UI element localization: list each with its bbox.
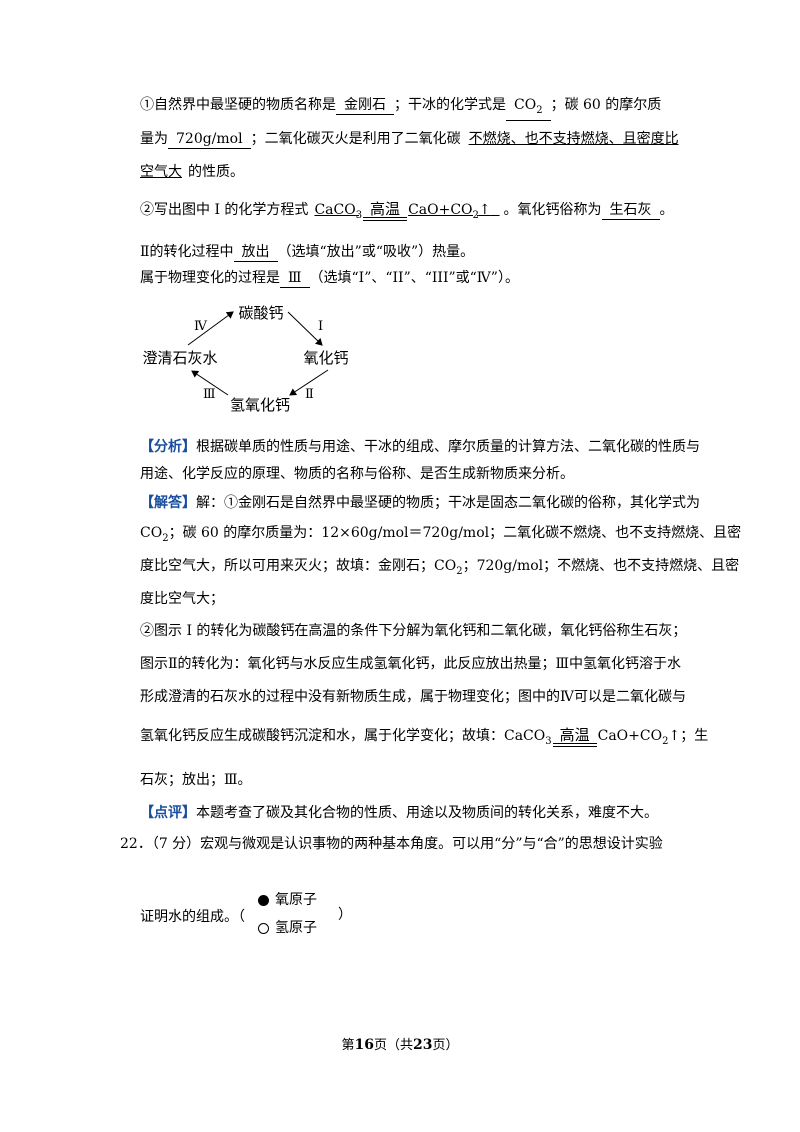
analysis-tag: 【分析】 [140, 439, 196, 455]
answer-line-5: ②图示 I 的转化为碳酸钙在高温的条件下分解为氧化钙和二氧化碳，氧化钙俗称生石灰… [140, 623, 687, 639]
q22-close: ） [338, 907, 352, 923]
q22-line-2: 证明水的组成。（ [140, 909, 245, 925]
label-ii: Ⅱ [305, 387, 314, 402]
analysis-line-2: 用途、化学反应的原理、物质的名称与俗称、是否生成新物质来分析。 [140, 466, 574, 482]
p2-line-2: Ⅱ的转化过程中放出（选填“放出”或“吸收”）热量。 [140, 243, 475, 262]
p1-line-3: 空气大的性质。 [140, 164, 244, 180]
answer-line-7: 形成澄清的石灰水的过程中没有新物质生成，属于物理变化；图中的Ⅳ可以是二氧化碳与 [140, 689, 686, 705]
page-footer: 第16页（共23页） [341, 1037, 459, 1053]
node-limewater: 澄清石灰水 [142, 349, 217, 367]
arrow-i [287, 311, 323, 346]
answer-reaction-condition: 高温 [552, 727, 597, 752]
q22-line-1: 22．（7 分）宏观与微观是认识事物的两种基本角度。可以用“分”与“合”的思想设… [120, 836, 663, 852]
analysis-line-1: 【分析】根据碳单质的性质与用途、干冰的组成、摩尔质量的计算方法、二氧化碳的性质与 [140, 439, 700, 455]
answer-line-2: CO2；碳 60 的摩尔质量为：12×60g/mol＝720g/mol；二氧化碳… [140, 525, 742, 544]
answer-tag: 【解答】 [140, 495, 196, 511]
atom-legend: 氧原子 氢原子 [258, 889, 317, 939]
blank-co2: CO2 [506, 96, 551, 121]
blank-quicklime: 生石灰 [601, 201, 660, 220]
blank-property: 不燃烧、也不支持燃烧、且密度比 [468, 131, 679, 147]
node-caco3: 碳酸钙 [238, 304, 283, 322]
arrow-iv [187, 311, 234, 346]
filled-circle-icon [258, 894, 269, 906]
answer-line-6: 图示Ⅱ的转化为：氧化钙与水反应生成氢氧化钙，此反应放出热量；Ⅲ中氢氧化钙溶于水 [140, 656, 682, 672]
answer-line-1: 【解答】解：①金刚石是自然界中最坚硬的物质；干冰是固态二氧化碳的俗称，其化学式为 [140, 495, 700, 511]
legend-hydrogen: 氢原子 [258, 917, 317, 939]
node-cao: 氧化钙 [303, 349, 348, 367]
answer-line-3: 度比空气大，所以可用来灭火；故填：金刚石；CO2；720g/mol；不燃烧、也不… [140, 558, 740, 577]
blank-physical: Ⅲ [280, 269, 310, 288]
answer-line-9: 石灰；放出；Ⅲ。 [140, 772, 252, 788]
blank-release: 放出 [233, 243, 278, 262]
node-caoh2: 氢氧化钙 [230, 396, 290, 414]
reaction-condition: 高温 [363, 201, 408, 226]
hollow-circle-icon [258, 922, 269, 934]
label-i: Ⅰ [318, 319, 323, 334]
blank-molar-mass: 720g/mol [168, 130, 251, 149]
comment-line: 【点评】本题考查了碳及其化合物的性质、用途以及物质间的转化关系，难度不大。 [140, 805, 658, 821]
legend-oxygen: 氧原子 [258, 889, 317, 911]
blank-property-cont: 空气大 [140, 164, 182, 180]
answer-line-4: 度比空气大； [140, 591, 224, 607]
comment-tag: 【点评】 [140, 805, 196, 821]
label-iv: Ⅳ [194, 319, 208, 334]
conversion-diagram: 碳酸钙 氧化钙 氢氧化钙 澄清石灰水 Ⅰ Ⅱ Ⅲ Ⅳ [142, 304, 348, 414]
arrow-iii [191, 370, 229, 396]
arrow-ii [289, 369, 329, 396]
blank-diamond: 金刚石 [336, 96, 394, 115]
label-iii: Ⅲ [203, 387, 216, 402]
text: ①自然界中最坚硬的物质名称是 [140, 97, 336, 113]
total-pages: 23 [413, 1037, 433, 1053]
current-page: 16 [354, 1037, 374, 1053]
